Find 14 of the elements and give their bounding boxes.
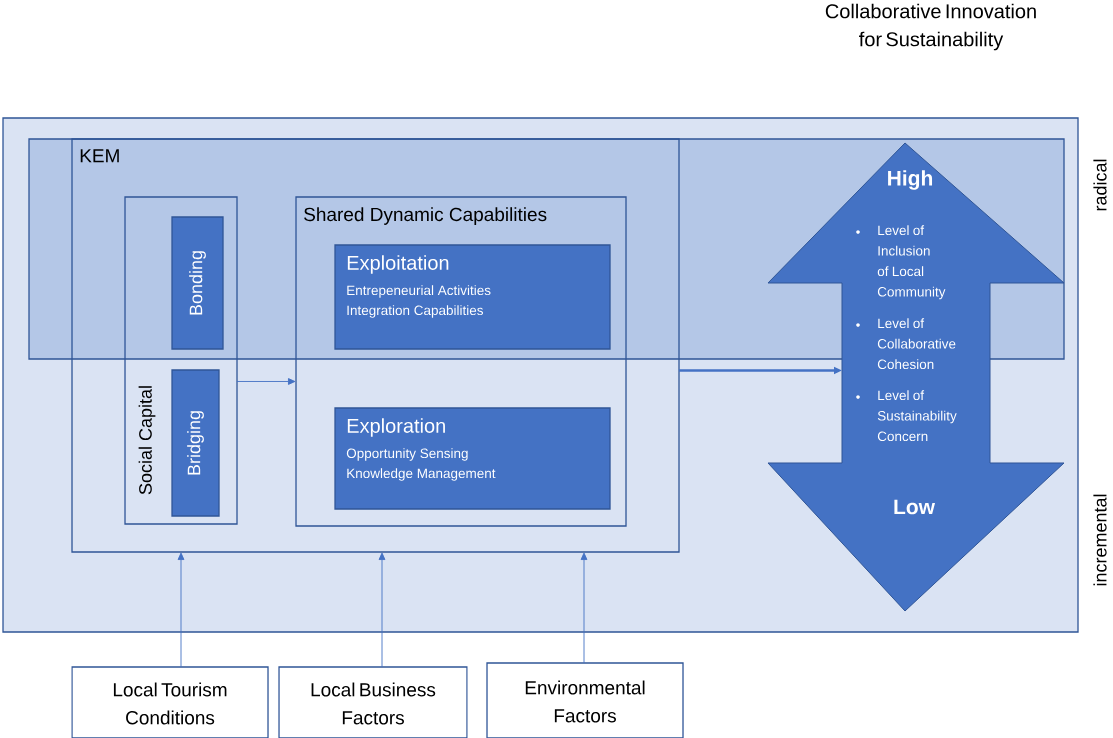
factor-box: Local Business Factors xyxy=(278,666,468,738)
arrow xyxy=(177,552,185,668)
factor-box: Environmental Factors xyxy=(486,662,684,738)
vertical-box: Bonding xyxy=(171,216,224,350)
arrow xyxy=(580,552,588,664)
vertical-box: Bridging xyxy=(171,369,220,517)
arrow xyxy=(236,378,296,385)
process-box: Exploitation Entrepeneurial Activities Integration Capabilities xyxy=(334,244,611,350)
process-box: Exploration Opportunity Sensing Knowledge Management xyxy=(334,407,611,510)
factor-box: Local Tourism Conditions xyxy=(71,666,269,738)
axis-label: incremental xyxy=(1093,494,1107,586)
title: Collaborative Innovation for Sustainability xyxy=(825,3,1036,51)
arrow xyxy=(378,552,386,668)
axis-label: radical xyxy=(1093,159,1107,211)
